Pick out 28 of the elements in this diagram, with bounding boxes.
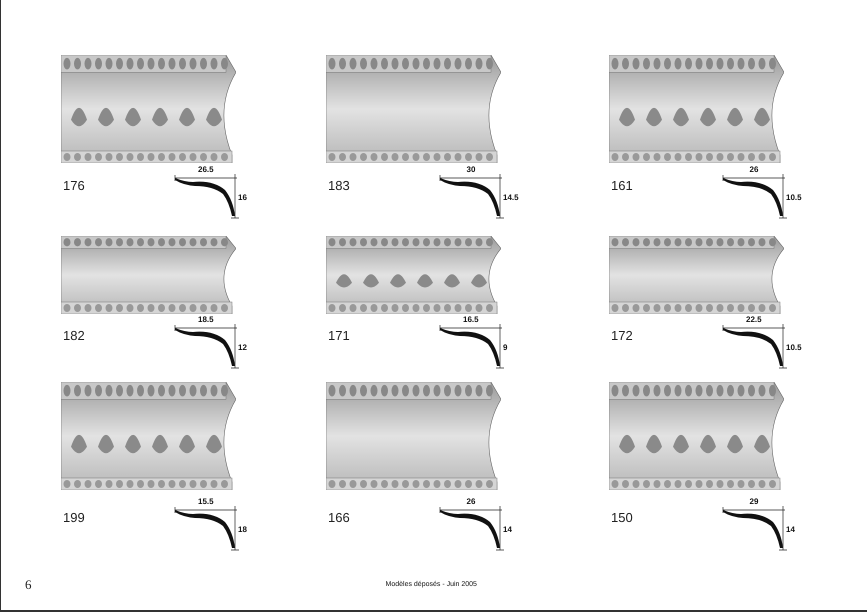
item-number: 172 [611, 328, 633, 343]
dimension-label: 15.5 [198, 497, 214, 506]
page-number: 6 [25, 577, 32, 593]
item-number: 171 [328, 328, 350, 343]
dimension-label: 26 [750, 165, 758, 174]
dimension-label: 16 [238, 193, 247, 202]
item-number: 182 [63, 328, 85, 343]
dimension-label: 26.5 [198, 165, 214, 174]
dimension-label: 18.5 [198, 315, 214, 324]
dimension-label: 30 [466, 165, 476, 174]
item-number: 176 [63, 178, 85, 193]
dimension-label: 9 [503, 343, 508, 352]
dimension-label: 14 [786, 525, 795, 534]
dimension-label: 16.5 [463, 315, 479, 324]
item-number: 150 [611, 510, 633, 525]
item-number: 166 [328, 510, 350, 525]
dimension-label: 10.5 [786, 343, 802, 352]
dimension-label: 14 [503, 525, 512, 534]
dimension-label: 14.5 [503, 193, 519, 202]
dimension-label: 26 [466, 497, 476, 506]
item-number: 161 [611, 178, 633, 193]
item-number: 199 [63, 510, 85, 525]
item-number: 183 [328, 178, 350, 193]
dimension-label: 12 [238, 343, 247, 352]
dimension-label: 29 [750, 497, 758, 506]
dimension-label: 22.5 [746, 315, 762, 324]
dimension-label: 10.5 [786, 193, 802, 202]
dimension-label: 18 [238, 525, 247, 534]
